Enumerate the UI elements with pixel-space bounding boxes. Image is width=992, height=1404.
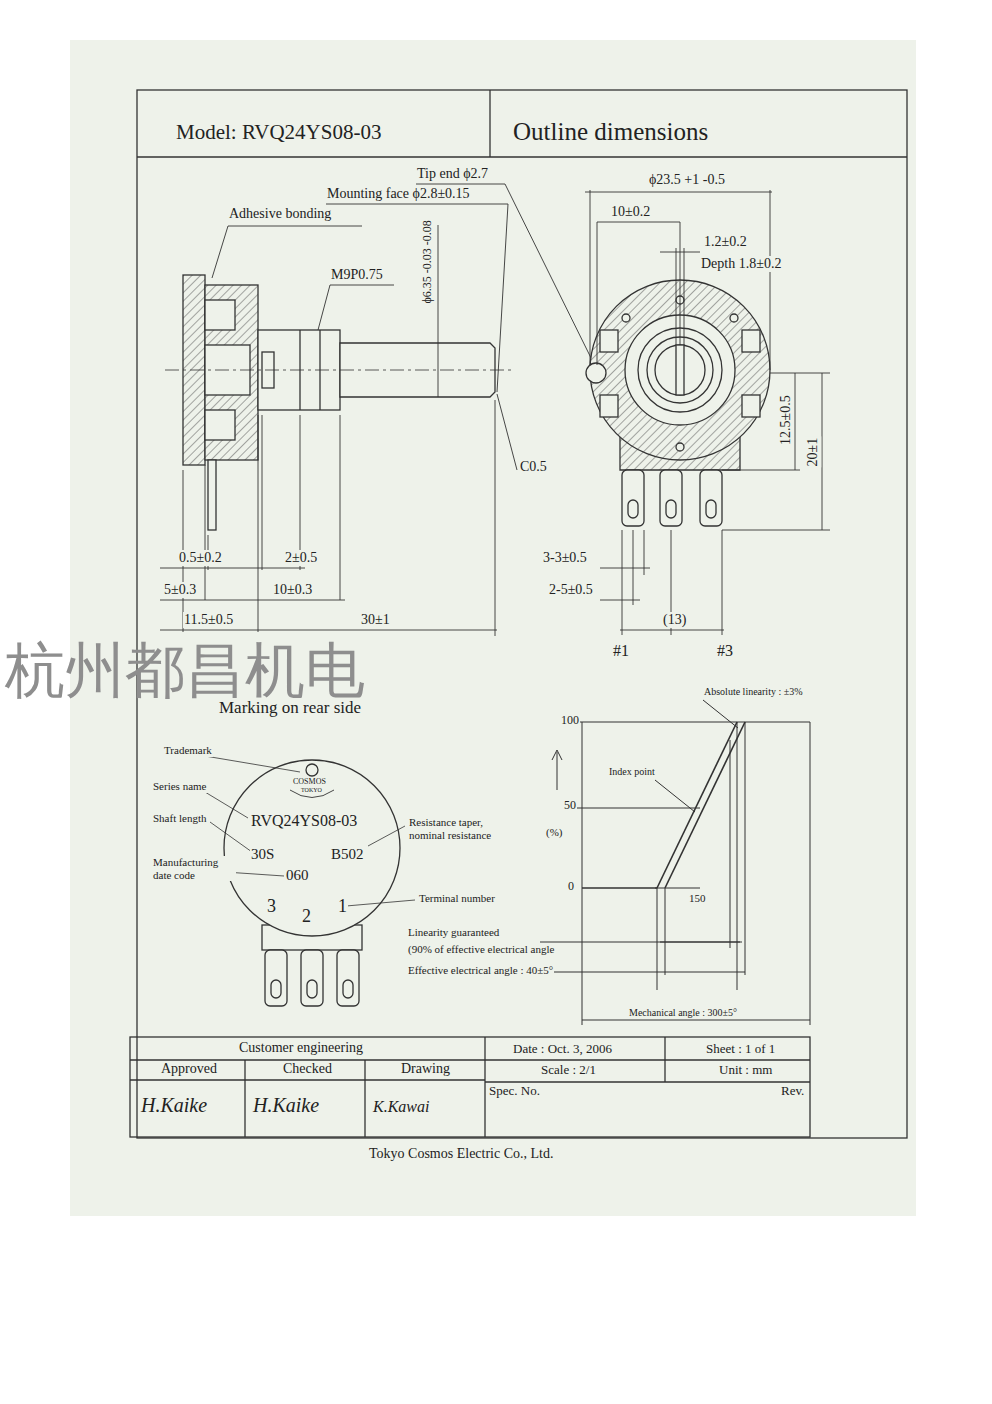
title-block-cell: Checked xyxy=(282,1061,333,1077)
title-block-cell: Sheet : 1 of 1 xyxy=(705,1042,776,1057)
leader-note: Tip end ϕ2.7 xyxy=(416,166,489,182)
marking-note: Manufacturing date code xyxy=(152,856,236,881)
chart-note: Index point xyxy=(608,766,656,778)
marking-text: B502 xyxy=(330,846,365,863)
axis-tick: 0 xyxy=(567,880,575,894)
title-block-cell: Drawing xyxy=(400,1061,451,1077)
marking-note: Resistance taper, nominal resistance xyxy=(408,816,520,841)
dimension: Depth 1.8±0.2 xyxy=(700,256,782,272)
dimension: 10±0.2 xyxy=(610,204,651,220)
dimension: 3-3±0.5 xyxy=(542,550,588,566)
axis-tick: 50 xyxy=(563,799,577,813)
chart-note: (90% of effective electrical angle xyxy=(407,943,555,956)
dimension: ϕ23.5 +1 -0.5 xyxy=(648,172,726,188)
dimension: 5±0.3 xyxy=(163,582,197,598)
title-block-cell: Date : Oct. 3, 2006 xyxy=(512,1042,613,1057)
marking-note: Series name xyxy=(152,780,207,793)
company-name: Tokyo Cosmos Electric Co., Ltd. xyxy=(368,1146,555,1162)
marking-text: RVQ24YS08-03 xyxy=(250,812,358,830)
chart-note: Effective electrical angle : 40±5° xyxy=(407,964,554,977)
logo-text: COSMOS xyxy=(292,777,327,786)
section-heading: Marking on rear side xyxy=(218,698,362,718)
chart-note: 150 xyxy=(688,892,707,905)
axis-unit: (%) xyxy=(545,826,564,839)
front-view xyxy=(586,280,770,526)
dimension: 30±1 xyxy=(360,612,391,628)
rear-leaders xyxy=(205,756,415,906)
leader-note: Adhesive bonding xyxy=(228,206,332,222)
chart-note: Mechanical angle : 300±5° xyxy=(628,1007,738,1019)
marking-text: 30S xyxy=(250,846,275,863)
terminal-number: #1 xyxy=(612,642,630,660)
chamfer-note: C0.5 xyxy=(519,459,548,475)
logo-text: TOKYO xyxy=(300,787,323,794)
chart-note: Absolute linearity : ±3% xyxy=(703,686,804,698)
signature: H.Kaike xyxy=(140,1094,208,1117)
dimension: 20±1 xyxy=(805,437,821,468)
axis-tick: 100 xyxy=(560,714,580,728)
title-block-cell: Scale : 2/1 xyxy=(540,1063,597,1078)
terminal-number: 2 xyxy=(301,906,312,927)
dimension: 10±0.3 xyxy=(272,582,313,598)
marking-note: Trademark xyxy=(163,744,213,757)
thread-size: M9P0.75 xyxy=(330,267,384,283)
paper-ground xyxy=(70,40,916,1216)
dimension: 0.5±0.2 xyxy=(178,550,223,566)
dimension: (13) xyxy=(662,612,687,628)
watermark: 杭州都昌机电 xyxy=(4,636,366,705)
dimension: 12.5±0.5 xyxy=(778,394,794,446)
dimension: ϕ6.35 -0.03 -0.08 xyxy=(421,219,435,304)
dimension: 2-5±0.5 xyxy=(548,582,594,598)
rear-marking xyxy=(224,760,400,1006)
linearity-chart xyxy=(540,700,810,1025)
marking-note: Terminal number xyxy=(418,892,496,905)
side-dimensions xyxy=(160,184,594,636)
dimension: 11.5±0.5 xyxy=(183,612,234,628)
terminal-number: 3 xyxy=(266,896,277,917)
marking-note: Shaft length xyxy=(152,812,207,825)
title-block-cell: Approved xyxy=(160,1061,218,1077)
title-block-cell: Spec. No. xyxy=(488,1084,541,1099)
signature: H.Kaike xyxy=(252,1094,320,1117)
chart-note: Linearity guaranteed xyxy=(407,926,500,939)
title-block-cell: Unit : mm xyxy=(718,1063,773,1078)
signature: K.Kawai xyxy=(372,1098,430,1116)
dimension: 1.2±0.2 xyxy=(703,234,748,250)
front-dimensions xyxy=(585,190,830,635)
title-block-cell: Customer engineering xyxy=(238,1040,364,1056)
terminal-number: #3 xyxy=(716,642,734,660)
terminal-number: 1 xyxy=(337,896,348,917)
leader-note: Mounting face ϕ2.8±0.15 xyxy=(326,186,471,202)
marking-text: 060 xyxy=(285,867,310,884)
sheet-heading: Outline dimensions xyxy=(512,118,709,147)
dimension: 2±0.5 xyxy=(284,550,318,566)
title-block-cell: Rev. xyxy=(780,1084,805,1099)
model-heading: Model: RVQ24YS08-03 xyxy=(175,120,382,144)
frame xyxy=(130,90,907,1138)
